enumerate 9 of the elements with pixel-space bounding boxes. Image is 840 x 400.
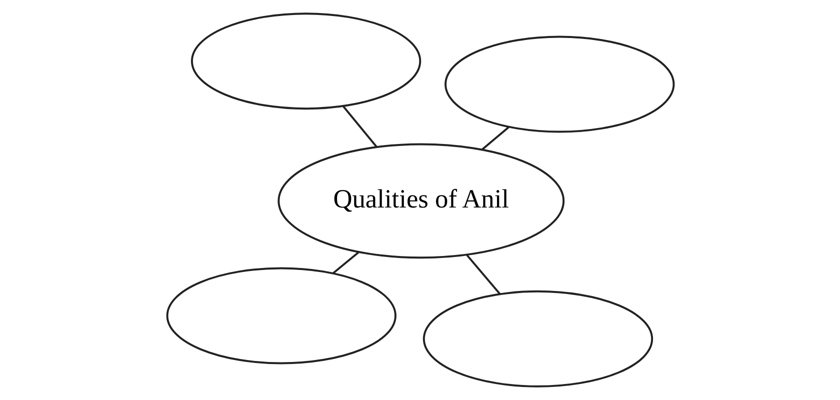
node-ellipse (190, 12, 421, 110)
connector (481, 126, 509, 150)
node-ellipse (444, 36, 674, 133)
connector (342, 106, 377, 148)
node-ellipse (422, 290, 653, 388)
connector (466, 254, 500, 294)
node-ellipse (166, 267, 396, 364)
node-ellipse: Qualities of Anil (277, 143, 564, 259)
connector (332, 252, 359, 274)
